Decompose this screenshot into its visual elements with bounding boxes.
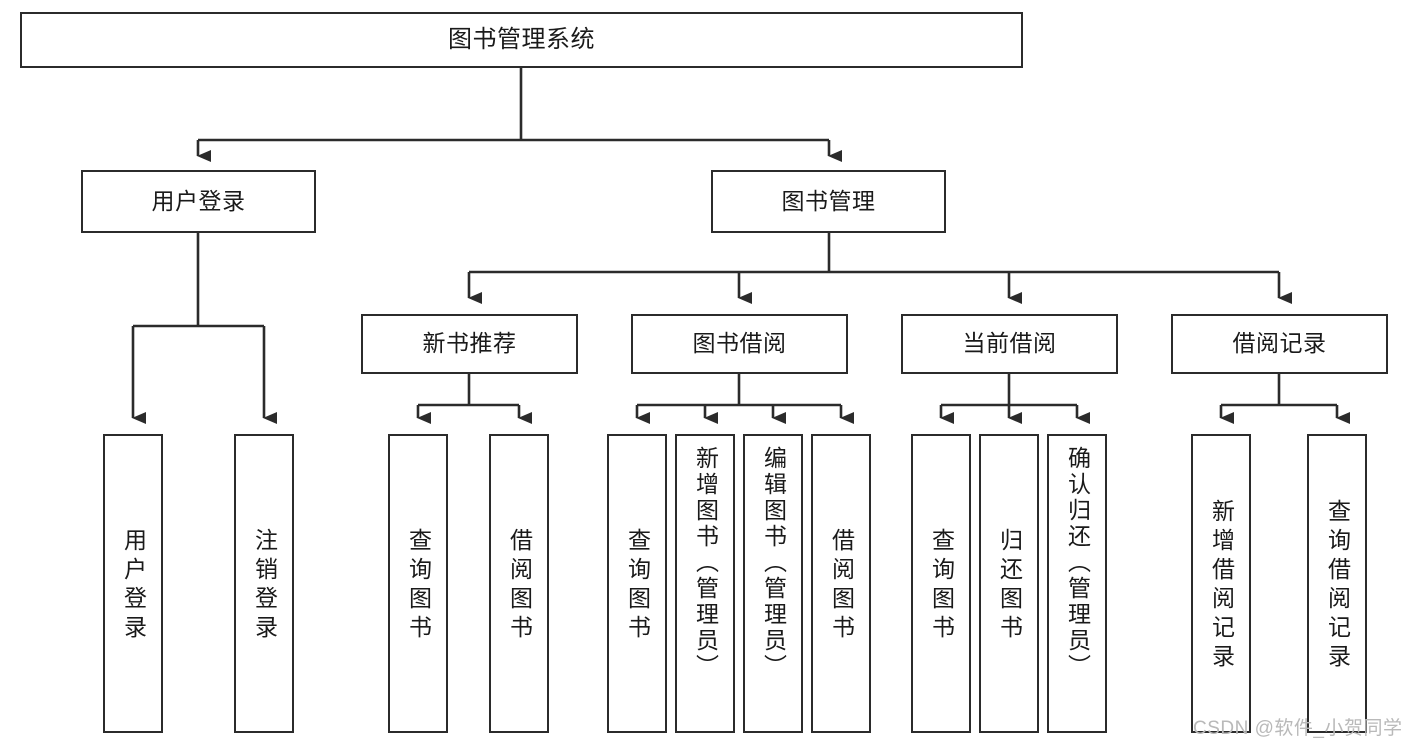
node-leaf-borrow-book-2[interactable]: 借阅图书 <box>811 434 871 733</box>
node-root[interactable]: 图书管理系统 <box>20 12 1023 68</box>
node-leaf-query-record[interactable]: 查询借阅记录 <box>1307 434 1367 733</box>
node-leaf-return-book-label: 归还图书 <box>996 527 1023 644</box>
node-leaf-edit-book-label: 编辑图书（管理员） <box>760 446 787 680</box>
node-leaf-borrow-book-2-label: 借阅图书 <box>828 527 855 644</box>
node-root-label: 图书管理系统 <box>448 25 595 53</box>
node-leaf-user-login-label: 用户登录 <box>120 527 147 644</box>
node-leaf-query-book-1-label: 查询图书 <box>405 527 432 644</box>
node-leaf-edit-book[interactable]: 编辑图书（管理员） <box>743 434 803 733</box>
node-user-login-label: 用户登录 <box>151 187 246 214</box>
node-leaf-add-record-label: 新增借阅记录 <box>1208 498 1235 673</box>
node-book-borrow-label: 图书借阅 <box>692 330 787 357</box>
node-leaf-borrow-book-1[interactable]: 借阅图书 <box>489 434 549 733</box>
node-leaf-query-book-1[interactable]: 查询图书 <box>388 434 448 733</box>
node-leaf-logout[interactable]: 注销登录 <box>234 434 294 733</box>
node-book-manage[interactable]: 图书管理 <box>711 170 946 233</box>
node-borrow-record-label: 借阅记录 <box>1232 330 1327 357</box>
node-leaf-return-book[interactable]: 归还图书 <box>979 434 1039 733</box>
node-new-book-rec[interactable]: 新书推荐 <box>361 314 578 374</box>
node-borrow-record[interactable]: 借阅记录 <box>1171 314 1388 374</box>
node-leaf-confirm-return[interactable]: 确认归还（管理员） <box>1047 434 1107 733</box>
node-current-borrow[interactable]: 当前借阅 <box>901 314 1118 374</box>
node-leaf-query-book-3-label: 查询图书 <box>928 527 955 644</box>
node-leaf-add-book[interactable]: 新增图书（管理员） <box>675 434 735 733</box>
node-leaf-query-record-label: 查询借阅记录 <box>1324 498 1351 673</box>
node-book-manage-label: 图书管理 <box>781 187 876 214</box>
node-leaf-logout-label: 注销登录 <box>251 527 278 644</box>
node-leaf-query-book-2-label: 查询图书 <box>624 527 651 644</box>
node-leaf-query-book-2[interactable]: 查询图书 <box>607 434 667 733</box>
node-current-borrow-label: 当前借阅 <box>962 330 1057 357</box>
node-leaf-add-record[interactable]: 新增借阅记录 <box>1191 434 1251 733</box>
node-leaf-add-book-label: 新增图书（管理员） <box>692 446 719 680</box>
node-book-borrow[interactable]: 图书借阅 <box>631 314 848 374</box>
watermark-csdn: CSDN @软件_小贺同学 <box>1193 718 1403 739</box>
node-leaf-borrow-book-1-label: 借阅图书 <box>506 527 533 644</box>
node-user-login[interactable]: 用户登录 <box>81 170 316 233</box>
node-leaf-confirm-return-label: 确认归还（管理员） <box>1064 446 1091 680</box>
node-leaf-user-login[interactable]: 用户登录 <box>103 434 163 733</box>
node-new-book-rec-label: 新书推荐 <box>422 330 517 357</box>
node-leaf-query-book-3[interactable]: 查询图书 <box>911 434 971 733</box>
